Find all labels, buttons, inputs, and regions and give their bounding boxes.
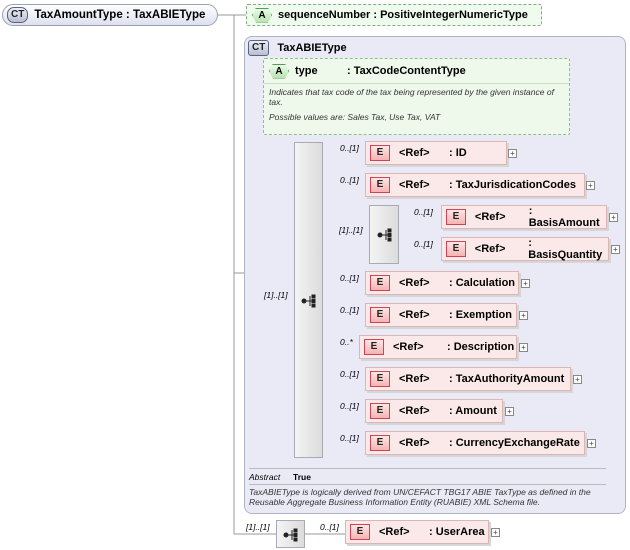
- attribute-doc-2: Possible values are: Sales Tax, Use Tax,…: [269, 112, 441, 122]
- complex-type-name: TaxABIEType: [277, 42, 347, 54]
- element-name: : TaxAuthorityAmount: [449, 373, 565, 385]
- element-name: : BasisAmount: [528, 205, 600, 229]
- element-badge: E: [370, 371, 390, 387]
- divider: [249, 468, 606, 469]
- expand-icon[interactable]: +: [573, 375, 582, 384]
- ref-label: <Ref>: [399, 437, 430, 449]
- element-cardinality: 0..[1]: [340, 143, 359, 153]
- expand-icon[interactable]: +: [587, 439, 596, 448]
- attribute-name: type: [295, 65, 318, 77]
- attribute-label: sequenceNumber : PositiveIntegerNumericT…: [278, 9, 528, 21]
- element-badge: E: [364, 339, 384, 355]
- complex-type-badge: CT: [248, 40, 270, 56]
- expand-icon[interactable]: +: [508, 149, 517, 158]
- element-badge: E: [370, 275, 390, 291]
- inner-sequence-compositor[interactable]: [369, 205, 399, 264]
- ref-label: <Ref>: [399, 405, 430, 417]
- attribute-badge: A: [252, 8, 272, 23]
- element-cardinality: 0..[1]: [340, 273, 359, 283]
- element-cardinality: 0..[1]: [414, 207, 433, 217]
- sequence-icon: [301, 294, 316, 308]
- type-attribute-panel[interactable]: A type : TaxCodeContentType Indicates th…: [263, 58, 570, 135]
- element-cardinality: 0..[1]: [340, 401, 359, 411]
- inner-sequence-cardinality: [1]..[1]: [339, 225, 363, 235]
- divider: [249, 484, 606, 485]
- element-name: : BasisQuantity: [528, 237, 603, 261]
- element-tax-jurisdication-codes[interactable]: E <Ref> : TaxJurisdicationCodes: [365, 173, 585, 197]
- element-cardinality: 0..[1]: [320, 522, 339, 532]
- element-cardinality: 0..[1]: [340, 369, 359, 379]
- complex-type-documentation: TaxABIEType is logically derived from UN…: [249, 487, 591, 507]
- element-name: : CurrencyExchangeRate: [449, 437, 580, 449]
- expand-icon[interactable]: +: [519, 311, 528, 320]
- expand-icon[interactable]: +: [586, 181, 595, 190]
- root-type-label: TaxAmountType : TaxABIEType: [34, 9, 206, 21]
- sequence-icon: [377, 228, 392, 242]
- ref-label: <Ref>: [399, 277, 430, 289]
- element-cardinality: 0..[1]: [340, 433, 359, 443]
- element-badge: E: [370, 145, 390, 161]
- sequence-number-attribute[interactable]: A sequenceNumber : PositiveIntegerNumeri…: [246, 4, 542, 26]
- ref-label: <Ref>: [474, 243, 506, 255]
- element-cardinality: 0..[1]: [414, 239, 433, 249]
- element-badge: E: [370, 307, 390, 323]
- attribute-type: : TaxCodeContentType: [347, 65, 466, 77]
- expand-icon[interactable]: +: [505, 407, 514, 416]
- element-basis-amount[interactable]: E <Ref> : BasisAmount: [441, 205, 607, 229]
- element-description[interactable]: E <Ref> : Description: [359, 335, 517, 359]
- ref-label: <Ref>: [399, 309, 430, 321]
- attribute-doc-1: Indicates that tax code of the tax being…: [269, 87, 554, 107]
- ref-label: <Ref>: [474, 211, 506, 223]
- element-badge: E: [370, 177, 390, 193]
- element-cardinality: 0..[1]: [340, 175, 359, 185]
- complex-type-badge: CT: [7, 7, 29, 23]
- attribute-badge: A: [269, 64, 289, 79]
- element-name: : TaxJurisdicationCodes: [449, 179, 576, 191]
- expand-icon[interactable]: +: [519, 343, 528, 352]
- element-currency-exchange-rate[interactable]: E <Ref> : CurrencyExchangeRate: [365, 431, 585, 455]
- expand-icon[interactable]: +: [609, 213, 618, 222]
- element-cardinality: 0..[1]: [340, 305, 359, 315]
- root-complex-type[interactable]: CT TaxAmountType : TaxABIEType: [2, 4, 218, 26]
- element-badge: E: [350, 524, 370, 540]
- expand-icon[interactable]: +: [521, 279, 530, 288]
- sequence-compositor[interactable]: [294, 142, 323, 458]
- element-id[interactable]: E <Ref> : ID: [365, 141, 507, 165]
- ref-label: <Ref>: [399, 373, 430, 385]
- abstract-value: True: [293, 472, 311, 482]
- expand-icon[interactable]: +: [491, 528, 500, 537]
- element-name: : Amount: [449, 405, 497, 417]
- element-exemption[interactable]: E <Ref> : Exemption: [365, 303, 517, 327]
- element-name: : Exemption: [449, 309, 512, 321]
- ref-label: <Ref>: [379, 526, 410, 538]
- element-name: : UserArea: [429, 526, 485, 538]
- ref-label: <Ref>: [393, 341, 424, 353]
- element-user-area[interactable]: E <Ref> : UserArea: [345, 520, 489, 544]
- element-badge: E: [446, 209, 466, 225]
- element-badge: E: [370, 435, 390, 451]
- expand-icon[interactable]: +: [611, 245, 620, 254]
- bottom-sequence-cardinality: [1]..[1]: [246, 522, 270, 532]
- sequence-cardinality: [1]..[1]: [264, 290, 288, 300]
- element-name: : Description: [447, 341, 515, 353]
- ref-label: <Ref>: [399, 147, 430, 159]
- element-cardinality: 0..*: [340, 337, 353, 347]
- bottom-sequence-compositor[interactable]: [276, 520, 305, 548]
- ref-label: <Ref>: [399, 179, 430, 191]
- complex-type-title: CT TaxABIEType: [248, 40, 347, 56]
- element-tax-authority-amount[interactable]: E <Ref> : TaxAuthorityAmount: [365, 367, 571, 391]
- element-name: : ID: [449, 147, 467, 159]
- element-calculation[interactable]: E <Ref> : Calculation: [365, 271, 519, 295]
- element-basis-quantity[interactable]: E <Ref> : BasisQuantity: [441, 237, 609, 261]
- element-amount[interactable]: E <Ref> : Amount: [365, 399, 503, 423]
- element-badge: E: [446, 241, 466, 257]
- element-badge: E: [370, 403, 390, 419]
- abstract-label: Abstract: [249, 472, 281, 482]
- element-name: : Calculation: [449, 277, 516, 289]
- sequence-icon: [283, 528, 298, 542]
